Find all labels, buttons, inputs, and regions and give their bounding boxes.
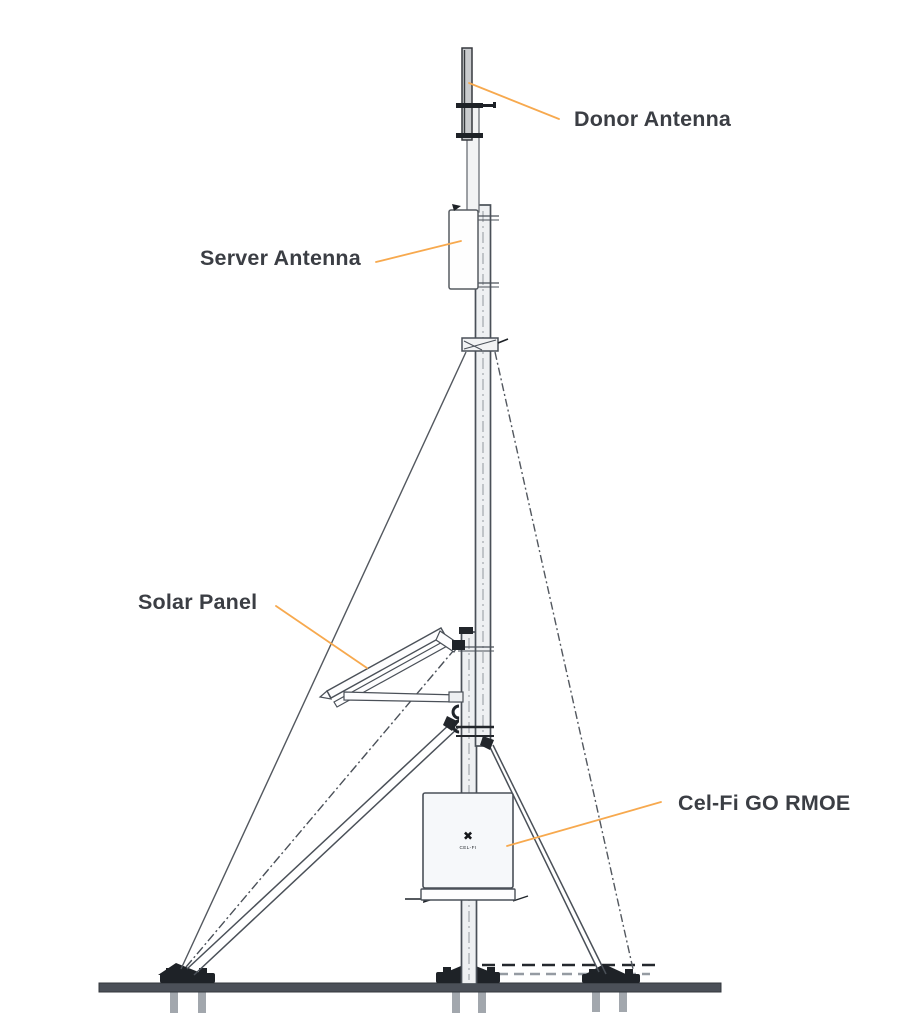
roof-rail	[98, 982, 722, 993]
server-antenna-drawing	[448, 204, 499, 290]
brace-left	[186, 716, 459, 976]
celfi-bottom-flange	[420, 888, 516, 901]
rail-legs	[170, 988, 627, 1013]
callout-leaders	[275, 82, 662, 847]
brace-right	[480, 736, 607, 975]
server-antenna-panel	[448, 209, 479, 290]
celfi-enclosure	[422, 792, 514, 889]
label-celfi-go-rmoe: Cel-Fi GO RMOE	[678, 791, 851, 815]
celfi-logo-text: CEL-FI	[460, 845, 477, 850]
leader-server-antenna	[375, 240, 462, 263]
guy-ring	[461, 337, 509, 352]
label-solar-panel: Solar Panel	[138, 590, 258, 614]
leader-celfi	[506, 801, 662, 847]
leader-solar-panel	[275, 605, 368, 669]
guy-wire-right	[494, 351, 634, 970]
donor-antenna-clamps	[456, 102, 496, 138]
guy-wire-left	[180, 351, 467, 970]
donor-antenna-tube	[461, 47, 473, 141]
ground-assembly	[98, 963, 722, 1013]
donor-antenna-drawing	[456, 47, 496, 141]
leader-donor-antenna	[468, 82, 560, 120]
foot-plates	[158, 963, 640, 983]
lower-pole-cap	[459, 627, 473, 634]
solar-panel-drawing	[318, 627, 465, 734]
brace-left-centerline	[185, 643, 460, 968]
celfi-unit-drawing: ✖ CEL-FI	[405, 792, 529, 903]
label-donor-antenna: Donor Antenna	[574, 107, 732, 131]
label-server-antenna: Server Antenna	[200, 246, 361, 270]
celfi-logo-mark: ✖	[463, 829, 473, 843]
server-antenna-pin	[452, 204, 461, 211]
